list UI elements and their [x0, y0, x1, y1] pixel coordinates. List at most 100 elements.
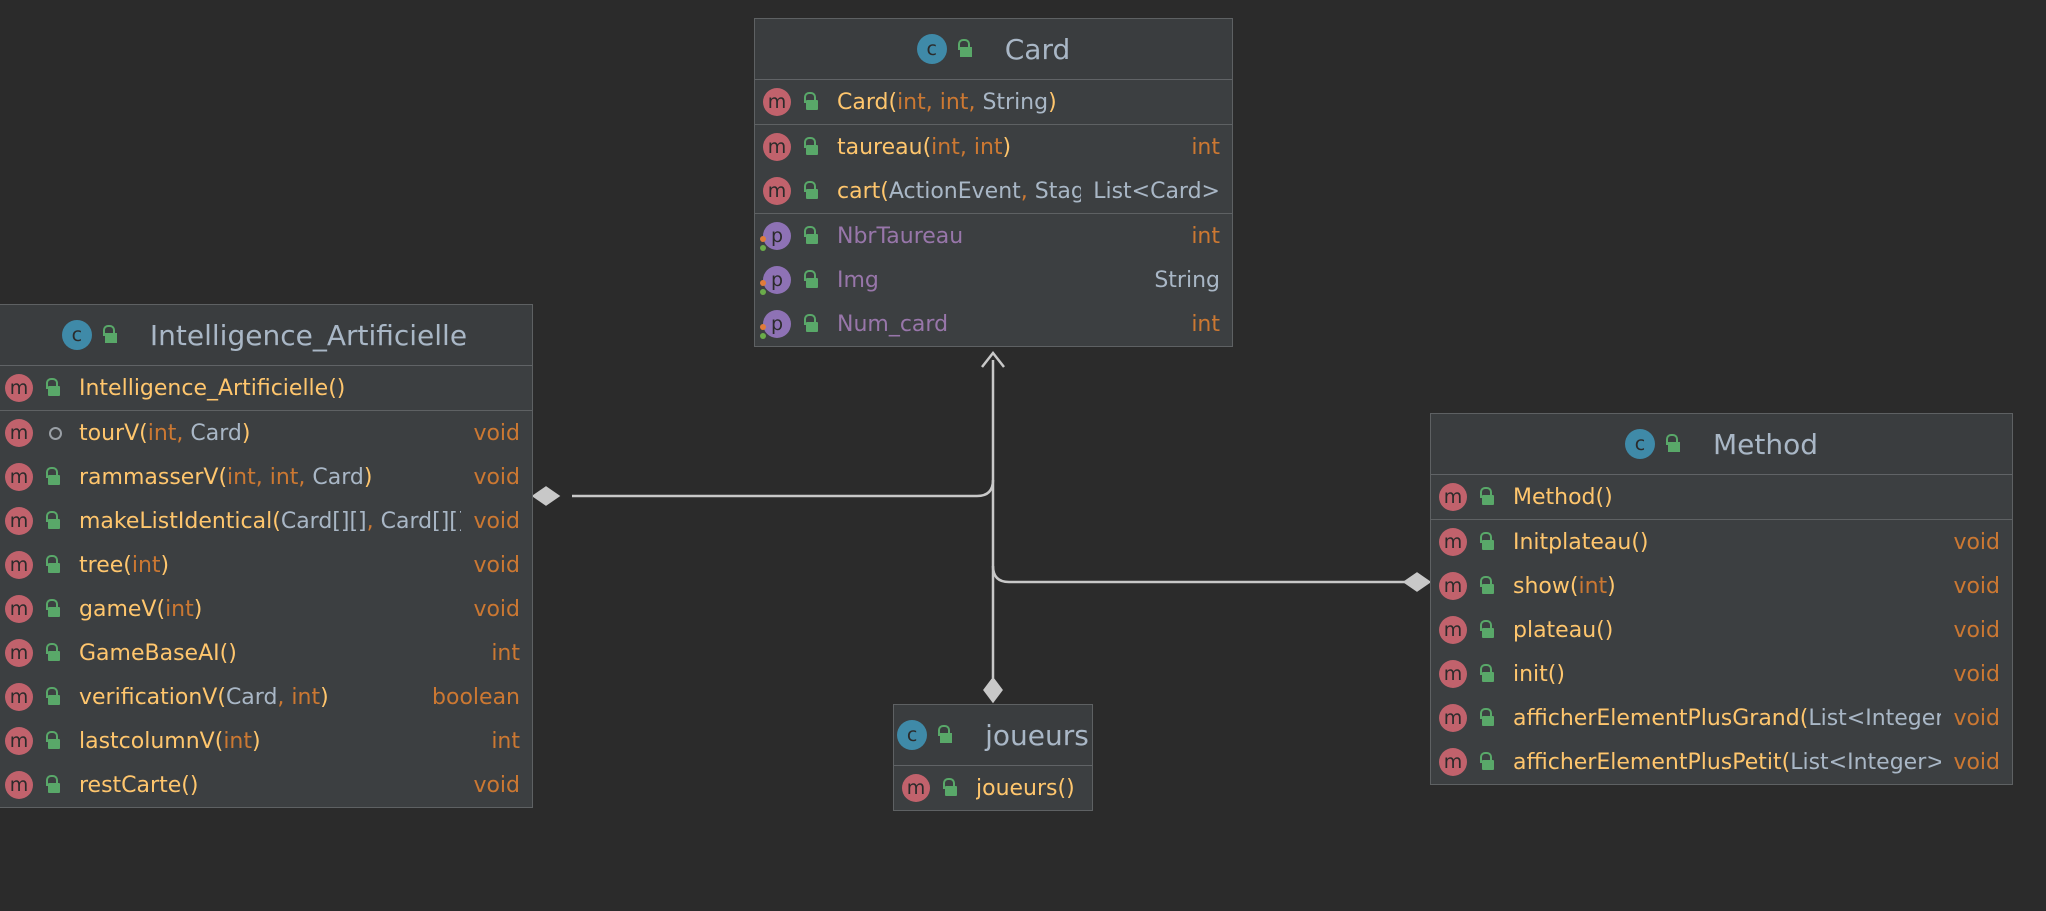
property-type: int	[1191, 223, 1220, 249]
paren-open: (	[888, 89, 898, 115]
property-icon: p	[760, 222, 791, 251]
method-icon: m	[1439, 528, 1467, 556]
paren-open: (	[181, 772, 190, 798]
paren-close: )	[1607, 573, 1616, 599]
return-type: void	[1953, 529, 2000, 555]
member-signature: GameBaseAI()	[79, 641, 479, 666]
param-type: int	[131, 552, 161, 578]
class-title: joueurs	[985, 718, 1089, 752]
setter-marker	[760, 289, 766, 295]
member-name: restCarte	[79, 772, 182, 798]
unlocked-icon	[1479, 576, 1499, 596]
unlocked-icon	[1479, 752, 1499, 772]
class-header: c joueurs	[894, 705, 1092, 766]
method-icon: m	[5, 639, 33, 667]
param-separator: ,	[366, 508, 381, 534]
member-name: taureau	[837, 134, 923, 160]
member-signature: lastcolumnV(int)	[79, 729, 479, 754]
unlocked-icon	[45, 511, 65, 531]
method-icon: m	[5, 727, 33, 755]
member-signature: makeListIdentical(Card[][], Card[][])	[79, 509, 461, 534]
param-separator: ,	[925, 89, 940, 115]
unlocked-icon	[803, 270, 823, 290]
member-signature: gameV(int)	[79, 597, 461, 622]
return-type: void	[473, 552, 520, 578]
method-icon: m	[1439, 748, 1467, 776]
param-type: String	[982, 89, 1049, 115]
paren-open: (	[1596, 617, 1605, 643]
paren-close: )	[1604, 617, 1614, 643]
param-type: Card[][]	[380, 508, 462, 534]
unlocked-icon	[937, 725, 957, 745]
member-signature: verificationV(Card, int)	[79, 685, 420, 710]
paren-close: )	[1066, 775, 1075, 801]
unlocked-icon	[1479, 620, 1499, 640]
method-row[interactable]: mafficherElementPlusPetit(List<Integer>)…	[1431, 740, 2012, 784]
return-type: void	[1953, 617, 2000, 643]
member-name: Card	[837, 89, 889, 115]
param-type: Card	[225, 684, 278, 710]
class-icon: c	[897, 720, 928, 750]
setter-marker	[760, 333, 766, 339]
property-type: int	[1191, 311, 1220, 337]
link-card-method	[991, 480, 1405, 584]
paren-close: )	[189, 772, 199, 798]
class-icon: c	[1624, 429, 1655, 459]
unlocked-icon	[45, 467, 65, 487]
class-header: c Method	[1431, 414, 2012, 475]
return-type: void	[473, 508, 520, 534]
member-signature: init()	[1513, 662, 1941, 687]
member-name: lastcolumnV	[79, 728, 215, 754]
paren-open: (	[123, 552, 132, 578]
member-signature: Intelligence_Artificielle()	[79, 376, 520, 401]
method-icon: m	[1439, 704, 1467, 732]
paren-open: (	[1547, 661, 1557, 687]
unlocked-icon	[45, 555, 65, 575]
unlocked-icon	[957, 39, 977, 59]
return-type: int	[1191, 134, 1220, 160]
unlocked-icon	[803, 137, 823, 157]
unlocked-icon	[942, 778, 962, 798]
member-signature: show(int)	[1513, 574, 1941, 599]
member-name: afficherElementPlusGrand	[1513, 705, 1800, 731]
member-name: gameV	[79, 596, 157, 622]
paren-open: (	[139, 420, 148, 446]
member-name: plateau	[1513, 617, 1597, 643]
unlocked-icon	[803, 314, 823, 334]
member-signature: taureau(int, int)	[837, 135, 1179, 160]
method-row[interactable]: mafficherElementPlusGrand(List<Integer>)…	[1431, 696, 2012, 740]
member-name: init	[1513, 661, 1548, 687]
unlocked-icon	[45, 599, 65, 619]
diamond-joueurs	[983, 676, 1003, 704]
method-icon: m	[902, 774, 930, 802]
unlocked-icon	[803, 226, 823, 246]
property-icon: p	[760, 266, 791, 295]
